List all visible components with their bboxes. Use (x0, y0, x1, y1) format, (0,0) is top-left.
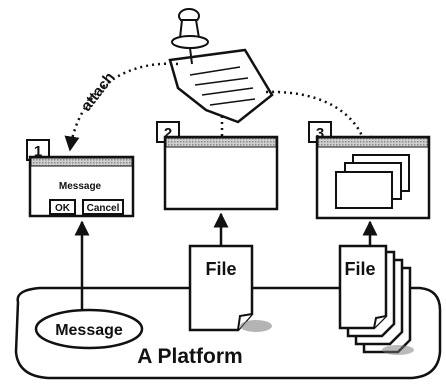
dialog-title: Message (59, 181, 102, 192)
inner-page-front (336, 172, 392, 208)
message-label: Message (55, 322, 123, 339)
ok-button-label: OK (55, 203, 71, 214)
attach-label: attach (78, 69, 119, 114)
message-node: Message (36, 310, 142, 348)
window-2: 2 (157, 122, 277, 209)
window-1-titlebar (31, 158, 132, 166)
file-shadow (240, 320, 272, 332)
platform-label: A Platform (137, 345, 242, 368)
files-shadow (382, 345, 414, 355)
stacked-file-label: File (344, 259, 375, 279)
ok-button[interactable]: OK (50, 200, 75, 214)
cancel-button-label: Cancel (87, 203, 120, 214)
window-1: 1 Message OK Cancel (27, 140, 133, 216)
pinned-note-icon (170, 9, 272, 122)
single-file-label: File (205, 259, 236, 279)
window-3-titlebar (318, 138, 428, 147)
window-3: 3 (309, 122, 429, 218)
window-2-titlebar (166, 138, 276, 147)
cancel-button[interactable]: Cancel (83, 200, 123, 214)
